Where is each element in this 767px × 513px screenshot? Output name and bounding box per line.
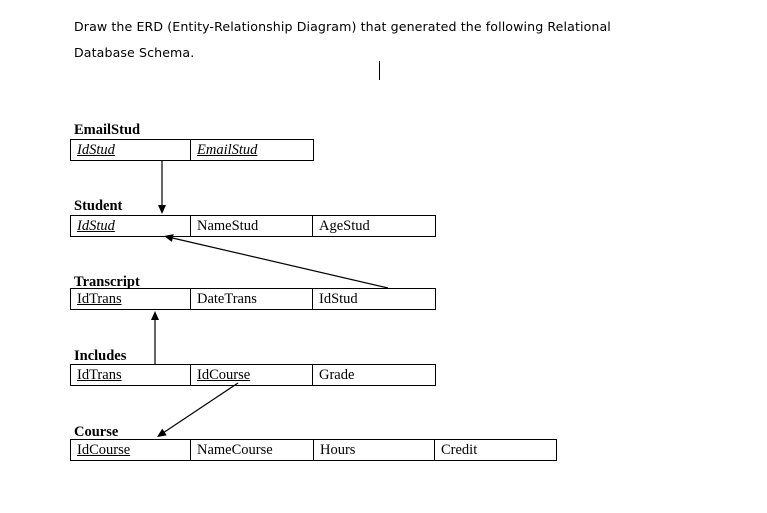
attribute-cell: IdCourse <box>191 365 313 385</box>
attribute-name: NameCourse <box>197 442 273 458</box>
attribute-cell: NameStud <box>191 216 313 236</box>
relation-label-emailstud: EmailStud <box>74 122 141 138</box>
attribute-name: Grade <box>319 367 355 383</box>
instruction-line-1: Draw the ERD (Entity-Relationship Diagra… <box>74 19 611 34</box>
attribute-cell: Credit <box>435 440 556 460</box>
attribute-name: IdCourse <box>197 367 251 383</box>
attribute-name: IdCourse <box>77 442 131 458</box>
attribute-cell: AgeStud <box>313 216 435 236</box>
relation-table-student: IdStud NameStud AgeStud <box>70 215 436 237</box>
attribute-cell: NameCourse <box>191 440 314 460</box>
relation-table-transcript: IdTrans DateTrans IdStud <box>70 288 436 310</box>
attribute-name: DateTrans <box>197 291 257 307</box>
connector-line-transcript-to-student <box>171 237 389 289</box>
attribute-cell: Grade <box>313 365 435 385</box>
connector-arrowhead-emailstud-to-student <box>158 205 166 214</box>
attribute-cell: IdStud <box>71 140 191 160</box>
attribute-cell: Hours <box>314 440 435 460</box>
relation-label-course: Course <box>74 424 119 440</box>
attribute-name: IdStud <box>77 142 115 158</box>
relation-label-student: Student <box>74 198 123 214</box>
connector-arrowhead-includes-to-course <box>157 428 167 437</box>
instruction-line-2: Database Schema. <box>74 45 195 60</box>
attribute-name: Hours <box>320 442 356 458</box>
attribute-name: AgeStud <box>319 218 370 234</box>
text-cursor-caret <box>379 61 380 80</box>
relation-label-includes: Includes <box>74 348 127 364</box>
attribute-cell: DateTrans <box>191 289 313 309</box>
relation-table-emailstud: IdStud EmailStud <box>70 139 314 161</box>
attribute-cell: IdStud <box>313 289 435 309</box>
attribute-cell: EmailStud <box>191 140 313 160</box>
relation-table-includes: IdTrans IdCourse Grade <box>70 364 436 386</box>
attribute-name: IdTrans <box>77 367 122 383</box>
attribute-name: EmailStud <box>197 142 258 158</box>
attribute-cell: IdStud <box>71 216 191 236</box>
attribute-cell: IdCourse <box>71 440 191 460</box>
instruction-paragraph: Draw the ERD (Entity-Relationship Diagra… <box>74 14 684 66</box>
relation-label-transcript: Transcript <box>74 274 140 290</box>
attribute-name: IdStud <box>77 218 115 234</box>
connector-line-includes-to-course <box>163 382 239 434</box>
attribute-name: Credit <box>441 442 478 458</box>
relation-table-course: IdCourse NameCourse Hours Credit <box>70 439 557 461</box>
connector-arrowhead-includes-to-transcript <box>151 311 159 320</box>
attribute-cell: IdTrans <box>71 365 191 385</box>
attribute-cell: IdTrans <box>71 289 191 309</box>
attribute-name: IdTrans <box>77 291 122 307</box>
attribute-name: NameStud <box>197 218 259 234</box>
attribute-name: IdStud <box>319 291 358 307</box>
